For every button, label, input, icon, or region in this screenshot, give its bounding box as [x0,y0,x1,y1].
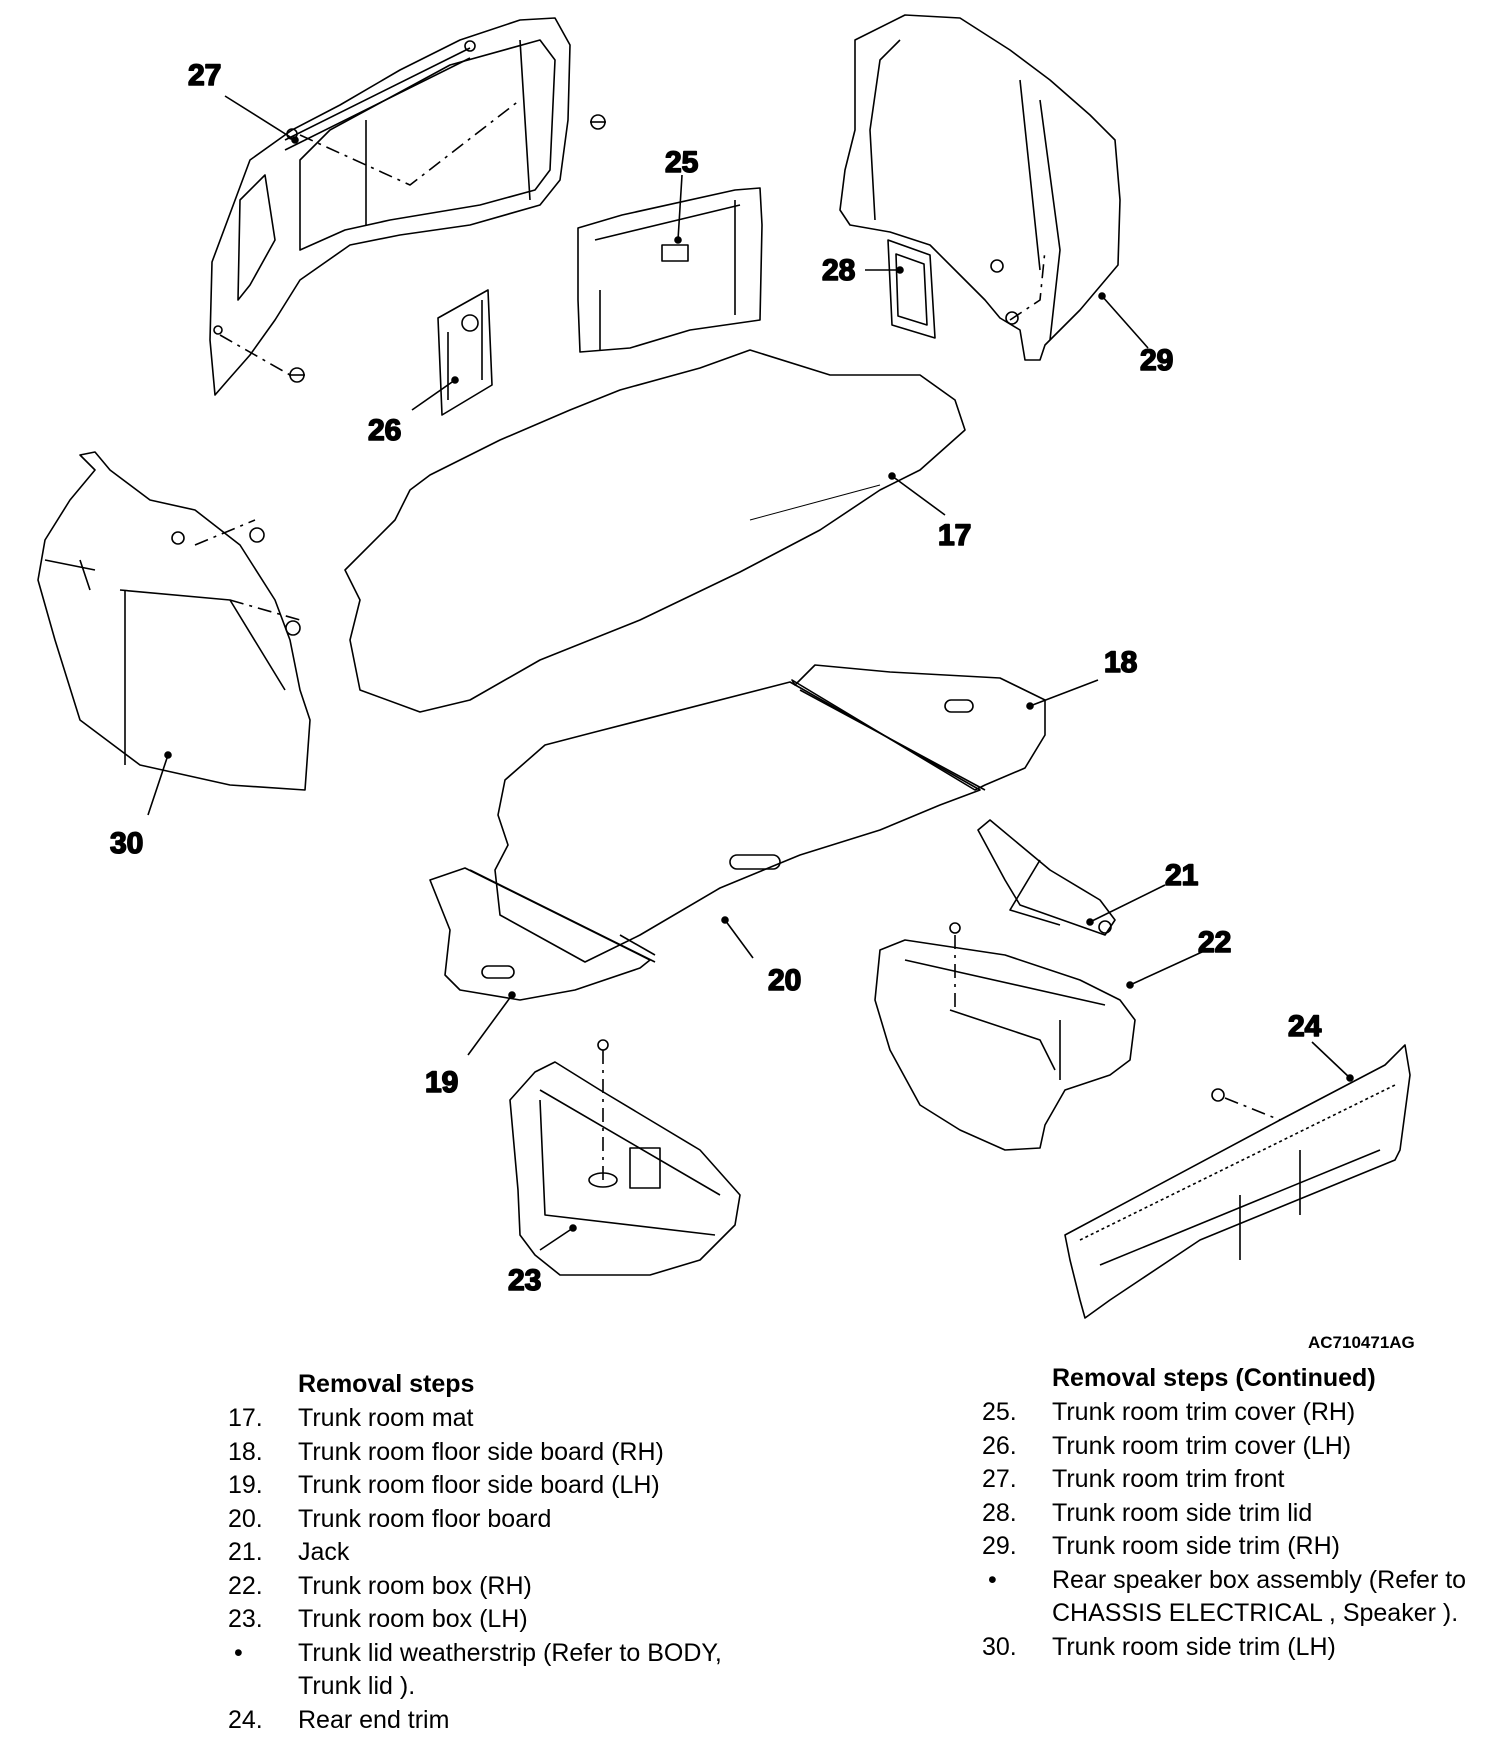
bullet-icon: • [234,1638,243,1667]
step-text: Rear speaker box assembly (Refer to CHAS… [1052,1565,1467,1628]
part-22-trunk-box-rh [875,940,1135,1150]
step-text: Trunk room box (RH) [298,1571,532,1600]
step-item: 26. Trunk room trim cover (LH) [982,1430,1492,1464]
step-number: 23. [228,1605,263,1633]
part-30-side-trim-lh [38,452,310,790]
step-item: 20. Trunk room floor board [228,1503,748,1537]
step-number: 27. [982,1465,1017,1493]
step-number: 20. [228,1504,263,1533]
step-item: 27. Trunk room trim front [982,1463,1492,1497]
step-text: Trunk room box (LH) [298,1605,528,1633]
step-text: Trunk lid weatherstrip (Refer to BODY, T… [298,1638,722,1701]
bullet-icon: • [988,1565,997,1594]
step-text: Jack [298,1538,350,1566]
step-item: 28. Trunk room side trim lid [982,1497,1492,1531]
part-21-jack [978,820,1115,935]
part-25-trim-cover-rh [578,188,762,352]
step-text: Trunk room trim front [1052,1465,1285,1493]
step-text: Trunk room side trim (LH) [1052,1632,1336,1661]
callout-18: 18 [1104,646,1137,679]
nut-icon [249,527,301,636]
step-text: Trunk room floor side board (LH) [298,1471,660,1499]
part-27-trim-front [210,18,570,395]
step-item: 22. Trunk room box (RH) [228,1570,748,1604]
part-27-fastener-guide-lower [220,335,290,375]
callout-28: 28 [822,254,855,287]
clip-icon [1211,1088,1225,1102]
part-29-fastener-guide [1010,250,1045,320]
step-text: Trunk room trim cover (LH) [1052,1431,1352,1460]
clip-icon [289,114,606,383]
step-item: • Rear speaker box assembly (Refer to CHA… [982,1564,1492,1631]
exploded-parts-diagram: 27 25 26 28 29 17 18 30 21 22 20 24 19 2… [0,0,1504,1340]
screw-icon [597,1039,609,1051]
screw-icon [949,922,961,934]
step-item: • Trunk lid weatherstrip (Refer to BODY, … [228,1637,748,1704]
step-number: 26. [982,1431,1017,1460]
part-27-fastener-guide [300,100,520,185]
step-item: 21. Jack [228,1536,748,1570]
step-number: 25. [982,1398,1017,1426]
callout-23: 23 [508,1264,541,1297]
part-18-floor-side-board-rh [792,665,1045,790]
step-item: 23. Trunk room box (LH) [228,1603,748,1637]
part-17-trunk-mat [345,350,965,712]
callout-19: 19 [425,1066,458,1099]
callout-17: 17 [938,519,971,552]
step-text: Trunk room floor side board (RH) [298,1437,664,1466]
callout-20: 20 [768,964,801,997]
part-24-rear-end-trim [1065,1045,1410,1318]
figure-id: AC710471AG [1308,1333,1415,1352]
callout-27: 27 [188,59,221,92]
leader-lines [148,96,1354,1250]
callout-24: 24 [1288,1010,1322,1043]
part-23-trunk-box-lh [510,1062,740,1275]
step-item: 24. Rear end trim [228,1704,748,1738]
step-text: Trunk room side trim lid [1052,1498,1313,1527]
part-26-trim-cover-lh [438,290,492,415]
step-item: 30. Trunk room side trim (LH) [982,1631,1492,1665]
step-number: 30. [982,1632,1017,1661]
step-number: 17. [228,1404,263,1432]
step-text: Trunk room side trim (RH) [1052,1532,1340,1560]
step-number: 18. [228,1437,263,1466]
step-number: 28. [982,1498,1017,1527]
part-24-fastener-guide [1225,1098,1280,1120]
callout-29: 29 [1140,344,1173,377]
step-text: Trunk room mat [298,1404,474,1432]
step-item: 25. Trunk room trim cover (RH) [982,1396,1492,1430]
part-30-fastener-guide [195,520,300,620]
callout-22: 22 [1198,926,1231,959]
callout-26: 26 [368,414,401,447]
step-text: Rear end trim [298,1705,450,1734]
callout-21: 21 [1165,859,1198,892]
callout-30: 30 [110,827,143,860]
callout-25: 25 [665,146,698,179]
step-text: Trunk room floor board [298,1504,552,1533]
step-item: 17. Trunk room mat [228,1402,748,1436]
removal-steps-left: Removal steps 17. Trunk room mat 18. Trunk… [228,1368,748,1737]
removal-steps-continued-heading: Removal steps (Continued) [1052,1364,1376,1392]
step-number: 22. [228,1571,263,1600]
step-text: Trunk room trim cover (RH) [1052,1398,1356,1426]
step-item: 18. Trunk room floor side board (RH) [228,1436,748,1470]
removal-steps-heading: Removal steps [298,1370,475,1398]
part-29-side-trim-rh [840,15,1120,360]
part-20-floor-board [495,682,980,962]
step-number: 24. [228,1705,263,1734]
step-item: 19. Trunk room floor side board (LH) [228,1469,748,1503]
step-item: 29. Trunk room side trim (RH) [982,1530,1492,1564]
removal-steps-right: Removal steps (Continued) 25. Trunk room … [982,1362,1492,1664]
step-number: 21. [228,1538,263,1566]
part-19-floor-side-board-lh [430,868,655,1000]
step-number: 29. [982,1532,1017,1560]
step-number: 19. [228,1471,263,1499]
part-28-side-trim-lid [888,240,935,338]
